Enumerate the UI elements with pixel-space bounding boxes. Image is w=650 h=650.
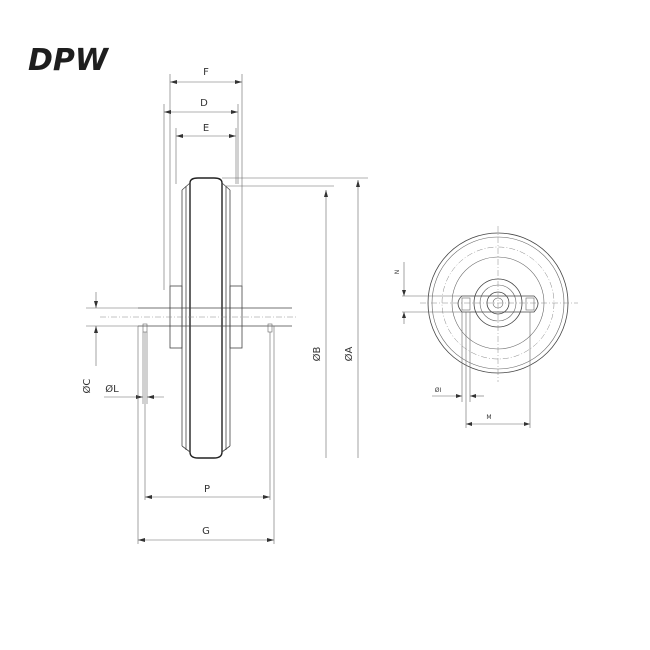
dpw-logo: DPW: [28, 43, 110, 76]
label-m: M: [486, 414, 491, 421]
label-c: ØC: [81, 379, 93, 394]
wheel-flanges: [185, 186, 227, 450]
label-b: ØB: [311, 346, 323, 361]
label-i: ØI: [435, 387, 442, 394]
label-a: ØA: [343, 346, 355, 361]
wheel-flange-outer: [181, 190, 231, 446]
label-d: D: [200, 98, 208, 109]
label-f: F: [203, 67, 209, 78]
label-e: E: [203, 123, 209, 134]
side-view: F D E ØB ØA: [81, 67, 368, 544]
logo-text: DPW: [28, 43, 110, 76]
label-l: ØL: [105, 383, 119, 395]
label-p: P: [204, 484, 210, 495]
front-view: N ØI M: [394, 226, 578, 428]
label-n: N: [394, 270, 401, 275]
mounting-plate: [457, 295, 539, 313]
wheel-tread: [189, 177, 223, 459]
label-g: G: [202, 526, 210, 537]
